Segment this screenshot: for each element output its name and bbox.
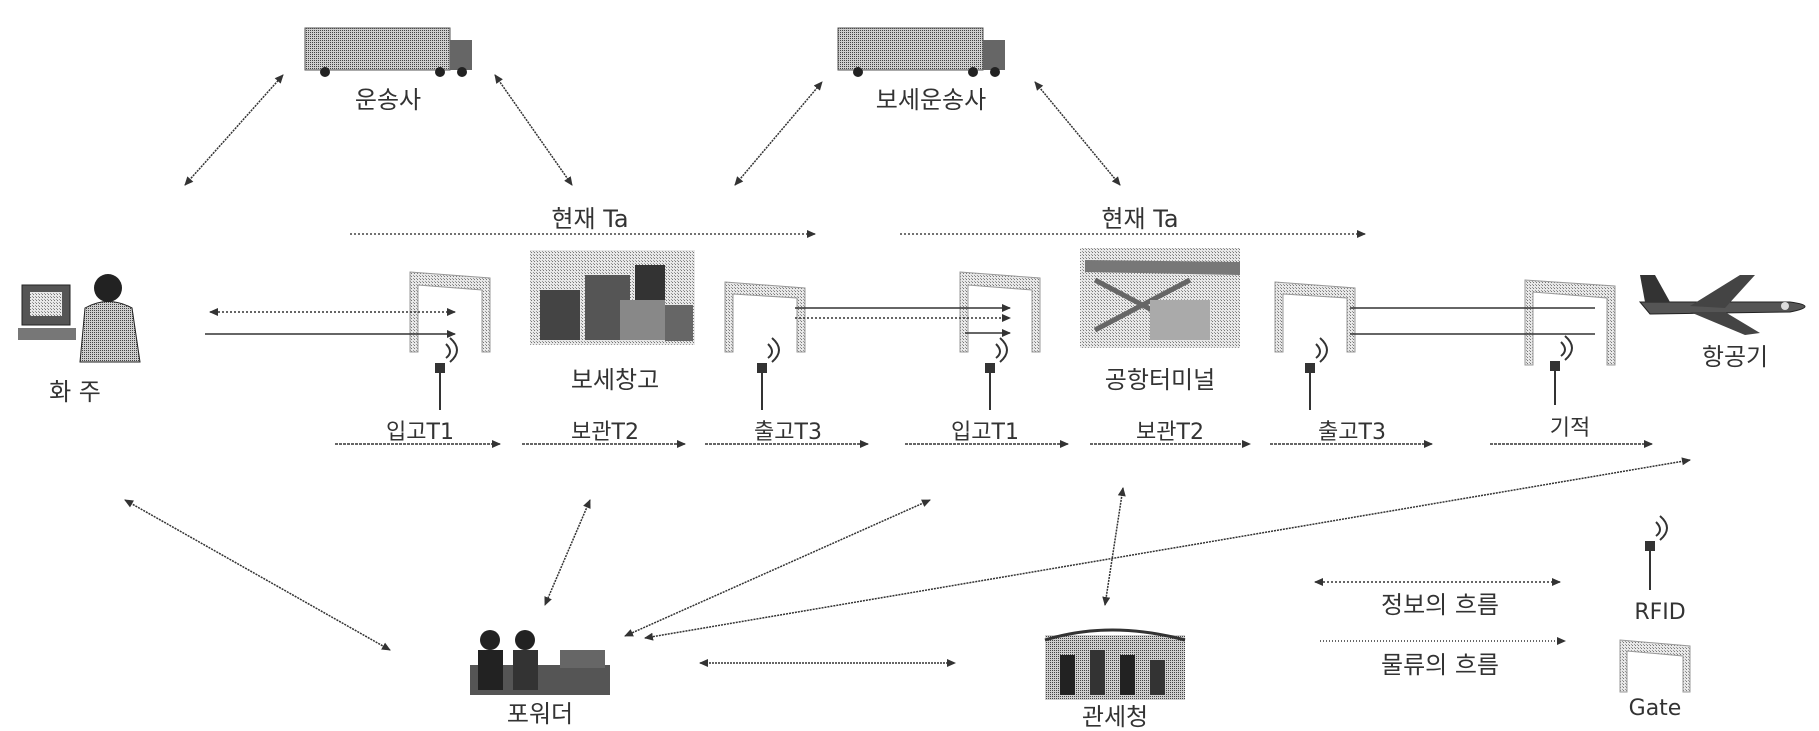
forwarder-arrows [125,460,1690,663]
timeline-label-2: 현재 Ta [1101,207,1178,231]
terminal-icon [1080,248,1240,348]
rfid-icon-2 [758,338,779,410]
legend-rfid-label: RFID [1634,602,1685,624]
aircraft-icon [1640,275,1805,335]
forwarder-icon [470,630,610,695]
forwarder-label: 포워더 [507,702,573,726]
rfid-icon-3 [986,338,1007,410]
stage-label: 입고T1 [951,422,1019,444]
rfid-icon-5 [1551,336,1572,405]
carrier-label: 운송사 [355,88,421,112]
shipper-icon [18,274,140,362]
stage-label: 보관T2 [1136,422,1204,444]
warehouse-icon [530,250,695,345]
stage-label: 출고T3 [1318,422,1386,444]
legend-goods-label: 물류의 흐름 [1381,653,1499,677]
gate-icon-5 [1525,280,1615,365]
shipper-label: 화 주 [49,380,101,404]
customs-label: 관세청 [1082,705,1148,729]
gate-icon-3 [960,272,1040,352]
truck-icon-bonded-carrier [838,28,1005,77]
legend-gate-label: Gate [1629,698,1682,720]
truck-icon-carrier [305,28,472,77]
aircraft-label: 항공기 [1702,345,1768,369]
stage-label: 보관T2 [571,422,639,444]
bonded-carrier-label: 보세운송사 [876,88,986,112]
stage-label: 기적 [1550,418,1590,440]
timeline-label-1: 현재 Ta [551,207,628,231]
rfid-icon-1 [436,338,457,410]
legend-rfid-icon [1646,516,1667,590]
rfid-icon-4 [1306,338,1327,410]
bonded-warehouse-label: 보세창고 [571,368,659,392]
customs-building-icon [1045,630,1185,700]
airport-terminal-label: 공항터미널 [1105,368,1215,392]
legend-info-label: 정보의 흐름 [1381,593,1499,617]
legend-gate-icon [1620,640,1690,692]
stage-label: 입고T1 [386,422,454,444]
stage-label: 출고T3 [754,422,822,444]
gate-icon-4 [1275,282,1355,352]
gate-icon-2 [725,282,805,352]
